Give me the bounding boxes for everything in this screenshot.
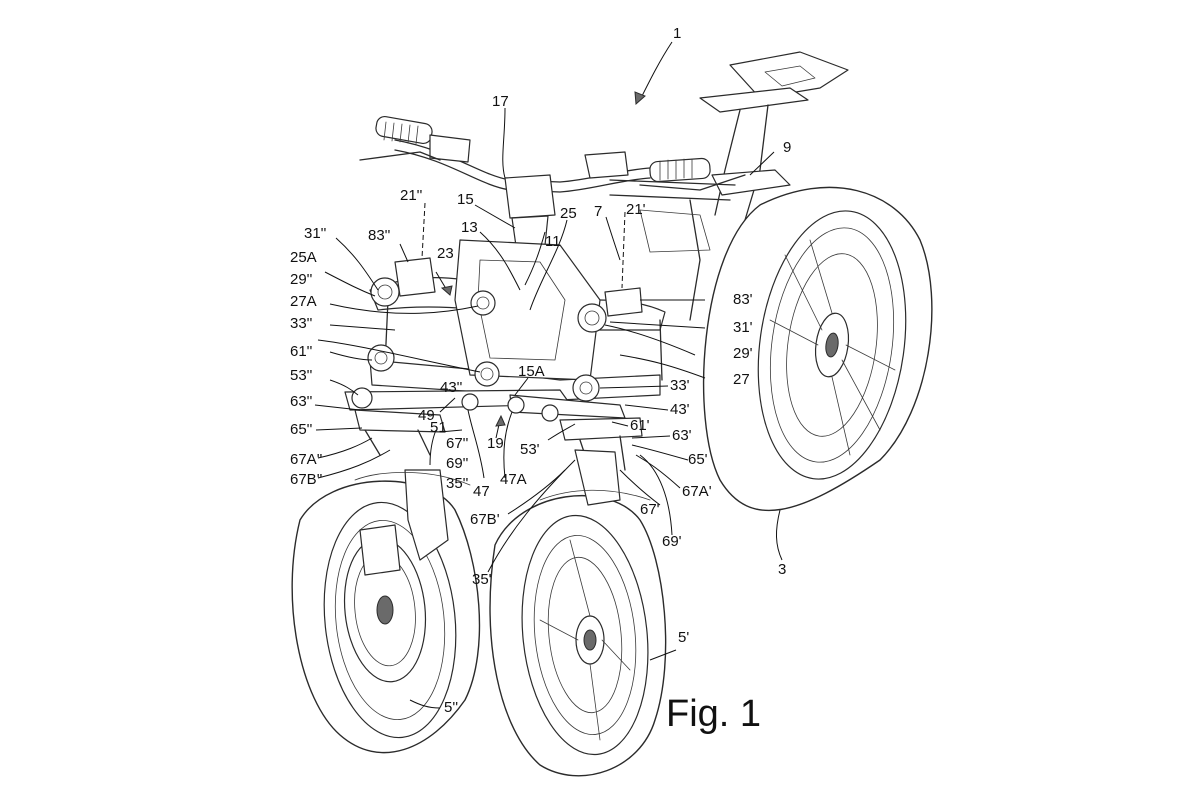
label-67Ap: 67A' — [682, 483, 712, 500]
steering-linkage — [344, 387, 643, 471]
reference-labels: 1 17 9 21'' 15 25 7 21' 13 11 83'' 31'' … — [290, 25, 791, 716]
label-43pp: 43'' — [440, 379, 463, 396]
label-53pp: 53'' — [290, 367, 313, 384]
label-27: 27 — [733, 371, 750, 388]
label-49: 49 — [418, 407, 435, 424]
label-35p: 35' — [472, 571, 492, 588]
label-19: 19 — [487, 435, 504, 452]
rear-wheel — [703, 186, 933, 512]
label-31pp: 31'' — [304, 225, 327, 242]
label-35pp: 35'' — [446, 475, 469, 492]
label-61p: 61' — [630, 417, 650, 434]
label-15: 15 — [457, 191, 474, 208]
label-25: 25 — [560, 205, 577, 222]
label-33pp: 33'' — [290, 315, 313, 332]
label-31p: 31' — [733, 319, 753, 336]
label-67App: 67A'' — [290, 451, 323, 468]
label-61pp: 61'' — [290, 343, 313, 360]
label-67Bp: 67B' — [470, 511, 500, 528]
reference-arrows — [435, 41, 673, 439]
rear-frame — [609, 51, 849, 321]
label-65pp: 65'' — [290, 421, 313, 438]
label-13: 13 — [461, 219, 478, 236]
right-front-wheel — [489, 449, 667, 777]
label-83p: 83' — [733, 291, 753, 308]
label-5pp: 5'' — [444, 699, 458, 716]
label-21p: 21' — [626, 201, 646, 218]
label-23: 23 — [437, 245, 454, 262]
label-67pp: 67'' — [446, 435, 469, 452]
label-63p: 63' — [672, 427, 692, 444]
handlebar — [359, 115, 746, 193]
label-47A: 47A — [500, 471, 527, 488]
label-1: 1 — [673, 25, 681, 42]
label-43p: 43' — [670, 401, 690, 418]
figure-caption: Fig. 1 — [666, 693, 761, 735]
label-69pp: 69'' — [446, 455, 469, 472]
label-33p: 33' — [670, 377, 690, 394]
label-29pp: 29'' — [290, 271, 313, 288]
label-29p: 29' — [733, 345, 753, 362]
label-47: 47 — [473, 483, 490, 500]
articulated-quadrilateral — [367, 239, 666, 402]
label-17: 17 — [492, 93, 509, 110]
label-7: 7 — [594, 203, 602, 220]
left-front-wheel — [291, 469, 481, 754]
label-83pp: 83'' — [368, 227, 391, 244]
label-69p: 69' — [662, 533, 682, 550]
label-25A: 25A — [290, 249, 317, 266]
label-27A: 27A — [290, 293, 317, 310]
label-9: 9 — [783, 139, 791, 156]
label-3: 3 — [778, 561, 786, 578]
label-51: 51 — [430, 419, 447, 436]
label-53p: 53' — [520, 441, 540, 458]
label-15A: 15A — [518, 363, 545, 380]
label-63pp: 63'' — [290, 393, 313, 410]
label-65p: 65' — [688, 451, 708, 468]
label-21pp: 21'' — [400, 187, 423, 204]
label-67p: 67' — [640, 501, 660, 518]
label-67Bpp: 67B'' — [290, 471, 323, 488]
leader-lines — [314, 107, 783, 709]
label-5p: 5' — [678, 629, 689, 646]
label-11: 11 — [545, 233, 561, 250]
